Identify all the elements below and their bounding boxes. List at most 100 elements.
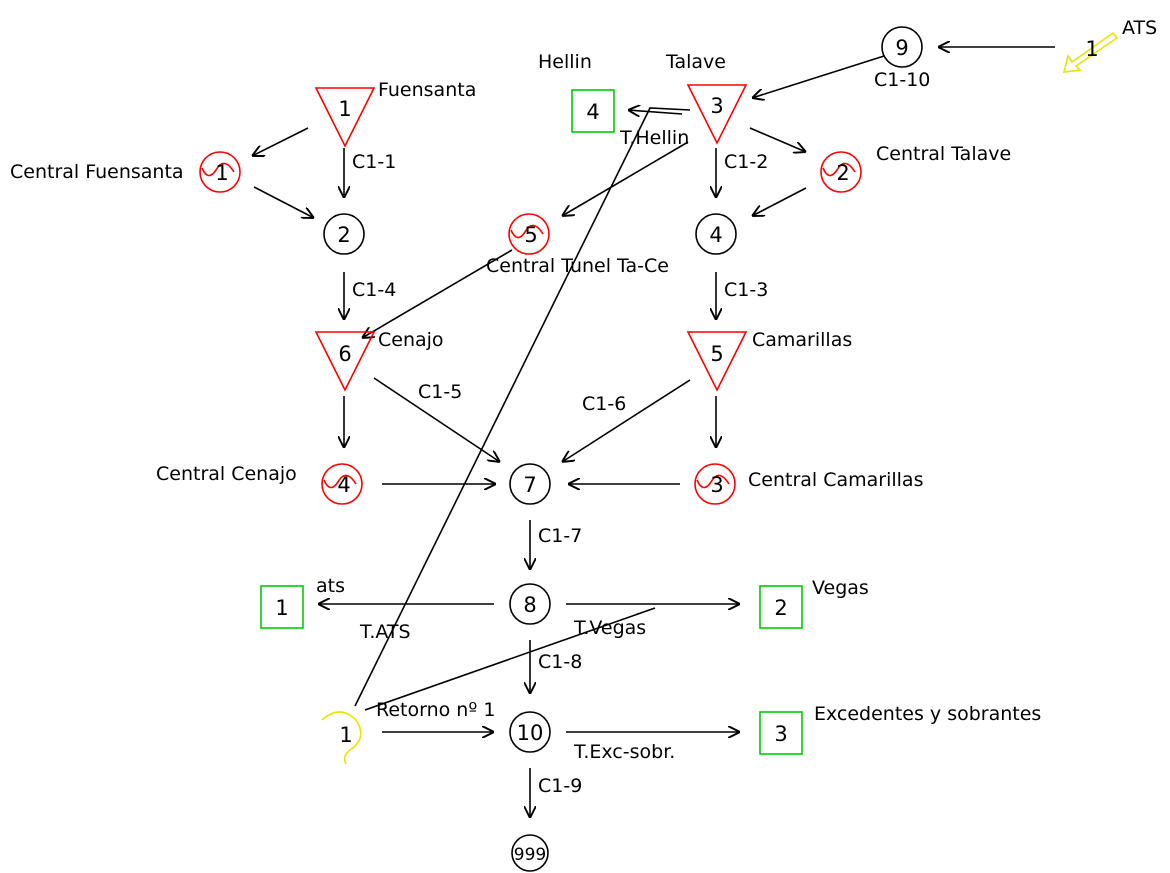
plant-circle-icon [508,213,550,255]
reservoir-camarillas: 5 Camarillas [686,329,852,392]
node-number: 7 [523,473,536,497]
inflow-label: ATS [1122,17,1157,39]
arrow-camarillas-to-7 [562,379,691,462]
inflow-number: 1 [1085,37,1098,61]
long-line-retorno-to-hellin [354,107,691,707]
plant-central-cenajo: 4 Central Cenajo [156,463,363,505]
inflow-curl-icon [321,711,362,765]
demand-square-icon [759,711,803,755]
reservoir-talave: 3 Talave [665,51,748,145]
inflow-arrow-icon [1062,31,1119,73]
transfer-labels: T.Hellin T.ATS T.Vegas T.Exc-sobr. [359,127,689,763]
demand-square-icon [571,89,615,133]
plant-turbine-icon [822,162,856,177]
node-circle-icon [695,213,737,255]
plant-circle-icon [199,151,241,193]
channel-labels: C1-1 C1-2 C1-3 C1-4 C1-5 C1-6 C1-7 C1-8 … [352,69,930,797]
arrow-talave-to-tunel [562,141,689,216]
node-circle-icon [323,213,365,255]
transfer-label: T.Exc-sobr. [573,741,675,763]
plant-turbine-icon [201,162,235,177]
plant-central-talave: 2 Central Talave [820,143,1011,193]
plant-number: 4 [337,473,350,497]
node-number: 999 [514,845,546,865]
plant-number: 2 [836,161,849,185]
plant-label: Central Cenajo [156,463,297,485]
demand-square-icon [260,585,304,629]
channel-label: C1-8 [538,651,582,673]
demand-ats: 1 ats [260,575,345,629]
flow-arrows [252,47,1055,818]
node-999: 999 [511,834,549,872]
channel-label: C1-7 [538,525,582,547]
node-number: 10 [517,721,544,745]
channel-label: C1-3 [724,279,768,301]
plant-central-camarillas: 3 Central Camarillas [694,463,923,505]
reservoir-label: Talave [665,51,726,73]
demand-number: 4 [586,100,599,124]
plant-label: Central Tunel Ta-Ce [486,255,669,277]
arrow-fuensanta-to-central [252,127,309,156]
demand-vegas: 2 Vegas [759,577,869,629]
plant-central-fuensanta: 1 Central Fuensanta [10,151,241,193]
plant-turbine-icon [696,474,730,489]
demand-label: Hellin [538,51,592,73]
transfer-label: T.Hellin [619,127,689,149]
node-9: 9 [881,26,923,68]
node-7: 7 [509,463,551,505]
node-number: 9 [895,36,908,60]
channel-label: C1-1 [352,151,396,173]
demand-square-icon [759,585,803,629]
node-10: 10 [509,711,551,753]
node-number: 2 [337,223,350,247]
channel-label: C1-2 [724,151,768,173]
channel-label: C1-4 [352,279,396,301]
node-number: 4 [709,223,722,247]
reservoir-number: 3 [710,94,723,118]
reservoir-label: Cenajo [378,329,444,351]
plant-number: 5 [524,223,537,247]
inflow-ats: 1 ATS [1062,17,1157,73]
plant-circle-icon [820,151,862,193]
plant-turbine-icon [510,224,544,239]
line-retorno-to-vegas [364,607,656,711]
demand-hellin: 4 Hellin [538,51,615,133]
arrow-9-to-talave [752,55,885,98]
arrow-cenajo-to-7 [373,377,500,462]
inflow-label: Retorno nº 1 [376,699,495,721]
reservoir-label: Fuensanta [378,79,476,101]
node-8: 8 [509,583,551,625]
node-circle-icon [881,26,923,68]
reservoir-triangle-icon [686,331,748,392]
node-number: 8 [523,593,536,617]
reservoir-label: Camarillas [752,329,852,351]
channel-label: C1-6 [582,393,626,415]
plant-number: 3 [710,473,723,497]
channel-label: C1-5 [418,381,462,403]
arrow-talave-to-hellin [628,110,683,114]
node-circle-icon [509,583,551,625]
reservoir-triangle-icon [314,87,376,148]
demand-number: 2 [774,596,787,620]
channel-label: C1-10 [874,69,930,91]
plant-label: Central Talave [876,143,1011,165]
demand-number: 1 [275,596,288,620]
arrow-talave-to-central-talave [749,127,806,152]
plant-turbine-icon [323,474,357,489]
plant-label: Central Camarillas [748,469,923,491]
demand-label: ats [316,575,345,597]
plant-circle-icon [694,463,736,505]
reservoir-cenajo: 6 Cenajo [314,329,444,392]
inflow-retorno: 1 Retorno nº 1 [321,699,495,765]
inflow-number: 1 [339,723,352,747]
reservoir-number: 5 [710,342,723,366]
node-4: 4 [695,213,737,255]
node-circle-icon [511,834,549,872]
node-circle-icon [509,711,551,753]
arrow-central-talave-to-4 [752,187,807,216]
node-circle-icon [509,463,551,505]
demand-label: Vegas [812,577,869,599]
transfer-label: T.Vegas [573,617,646,639]
node-2: 2 [323,213,365,255]
